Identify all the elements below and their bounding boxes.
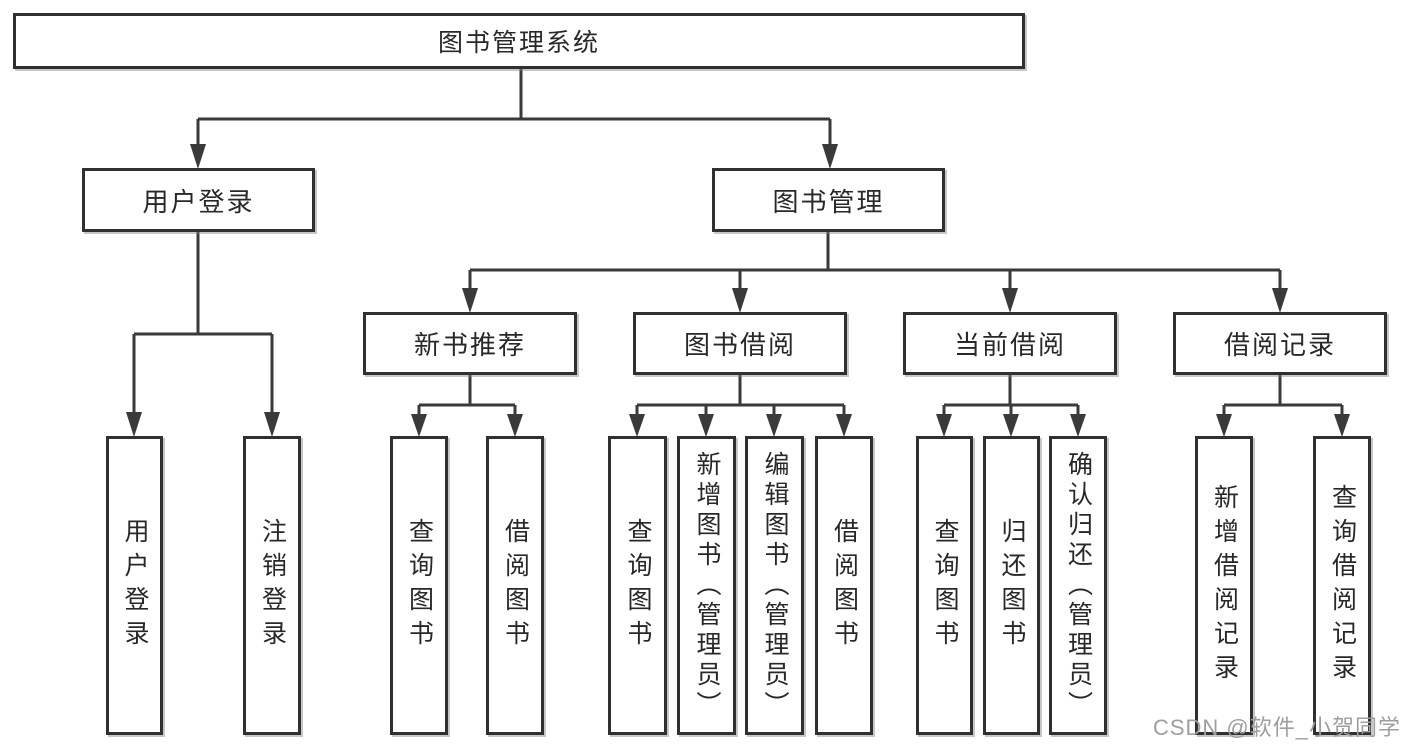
node-borrow-records: 借阅记录: [1173, 312, 1387, 375]
node-label: 查询图书: [624, 517, 652, 654]
node-label: 新增图书（管理员）: [693, 450, 721, 721]
node-leaf-query-record: 查询借阅记录: [1313, 436, 1371, 735]
node-label: 确认归还（管理员）: [1064, 450, 1093, 721]
connector-user-login-children: [126, 232, 280, 437]
node-new-book-rec: 新书推荐: [363, 312, 577, 375]
node-current-borrow: 当前借阅: [903, 312, 1117, 375]
node-leaf-query-book-2: 查询图书: [608, 436, 667, 735]
node-user-login: 用户登录: [82, 168, 315, 232]
node-label: 查询借阅记录: [1328, 483, 1357, 688]
node-book-borrow: 图书借阅: [633, 312, 847, 375]
node-leaf-return-book: 归还图书: [983, 436, 1040, 735]
node-label: 注销登录: [258, 517, 287, 654]
node-label: 借阅图书: [830, 517, 859, 654]
node-leaf-confirm-return: 确认归还（管理员）: [1049, 436, 1107, 735]
node-label: 借阅图书: [501, 517, 530, 654]
node-leaf-query-book-1: 查询图书: [390, 436, 448, 735]
node-book-mgmt: 图书管理: [712, 168, 945, 232]
node-root: 图书管理系统: [13, 13, 1025, 69]
node-label: 新增借阅记录: [1210, 483, 1239, 688]
connector-root-to-level2: [190, 69, 838, 169]
node-label: 归还图书: [998, 517, 1026, 654]
node-leaf-add-record: 新增借阅记录: [1195, 436, 1253, 735]
node-leaf-add-book: 新增图书（管理员）: [677, 436, 736, 735]
node-label: 编辑图书（管理员）: [761, 450, 789, 721]
node-label: 查询图书: [405, 517, 434, 654]
connector-book-borrow-children: [629, 375, 852, 437]
node-leaf-borrow-book-1: 借阅图书: [486, 436, 544, 735]
node-leaf-logout: 注销登录: [243, 436, 301, 735]
node-leaf-user-login: 用户登录: [106, 436, 163, 735]
node-leaf-borrow-book-2: 借阅图书: [815, 436, 873, 735]
node-leaf-edit-book: 编辑图书（管理员）: [745, 436, 804, 735]
node-label: 查询图书: [931, 517, 959, 654]
connector-new-book-rec-children: [411, 375, 523, 437]
connector-book-mgmt-children: [462, 232, 1288, 313]
connector-current-borrow-children: [936, 375, 1086, 437]
connector-borrow-records-children: [1216, 375, 1350, 437]
node-label: 用户登录: [121, 517, 149, 654]
node-leaf-query-book-3: 查询图书: [916, 436, 973, 735]
csdn-watermark: CSDN @软件_小贺同学: [1152, 715, 1401, 740]
